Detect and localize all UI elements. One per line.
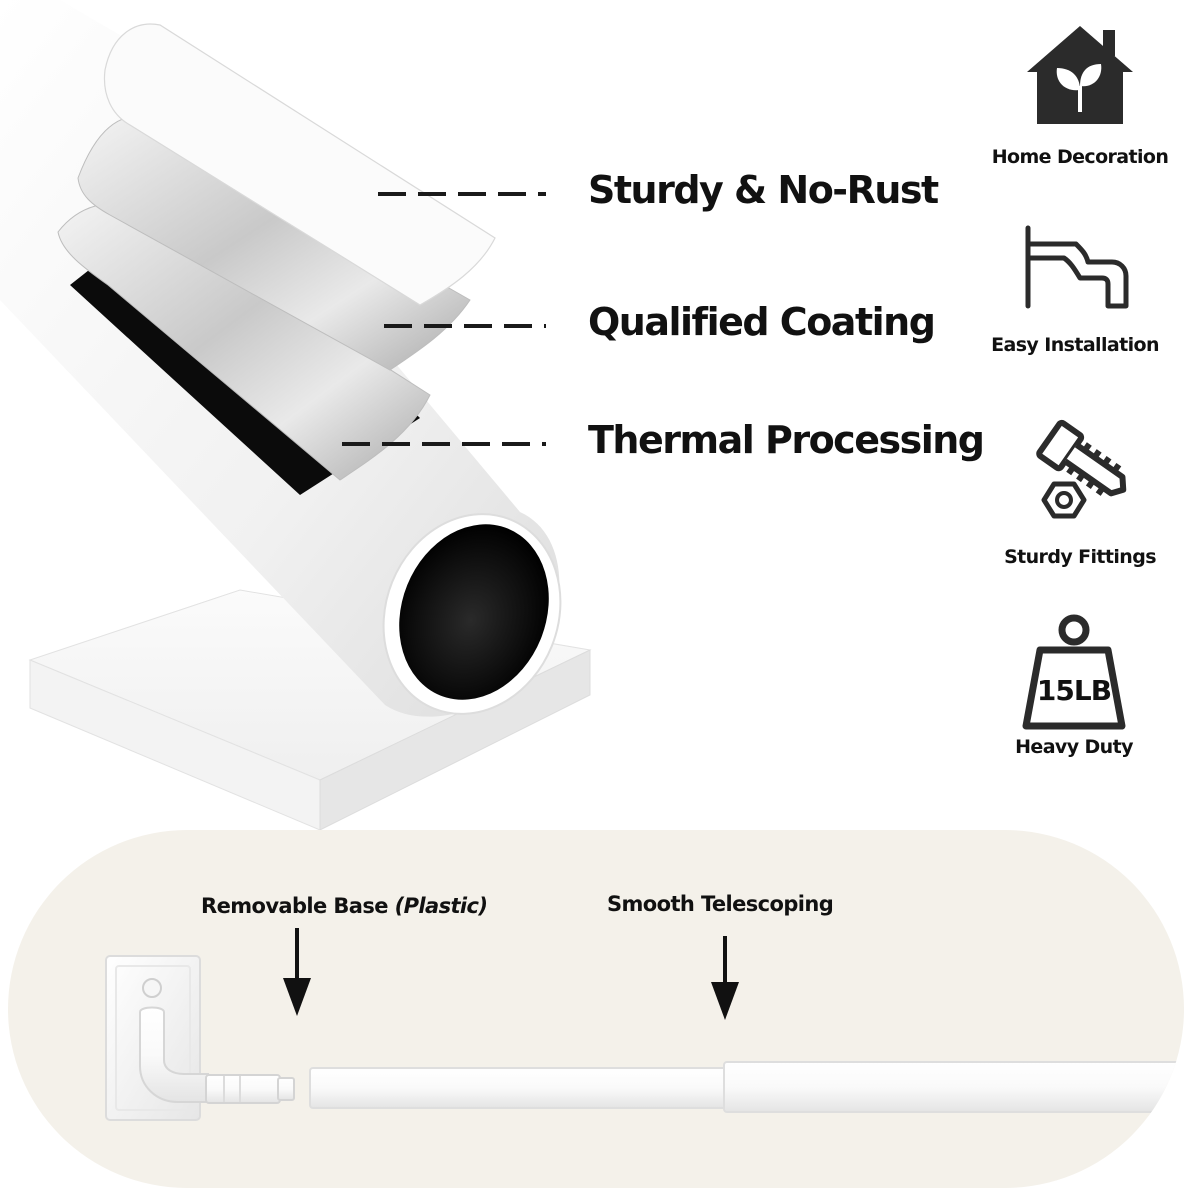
- rod-with-bracket-illustration: [105, 955, 1184, 1121]
- rod-layers-illustration: [0, 0, 592, 831]
- rod-detail-panel: Removable Base (Plastic) Smooth Telescop…: [8, 830, 1184, 1188]
- removable-base-note: (Plastic): [394, 894, 488, 918]
- elbow-base: [139, 1006, 209, 1103]
- callout-dash-line: [378, 192, 546, 196]
- feature-sturdy-fittings: Sturdy Fittings: [980, 412, 1180, 568]
- callout-label: Sturdy & No-Rust: [588, 168, 939, 212]
- callout-thermal: Thermal Processing: [0, 414, 990, 474]
- feature-label: Sturdy Fittings: [1004, 546, 1156, 568]
- feature-label: Home Decoration: [991, 146, 1169, 168]
- feature-label: Easy Installation: [991, 334, 1159, 356]
- coating-layer: [103, 23, 496, 306]
- tube-end-hole: [399, 524, 549, 700]
- house-leaf-icon: [1027, 26, 1133, 124]
- callout-dash-line: [384, 324, 546, 328]
- feature-home-decoration: Home Decoration: [980, 20, 1180, 168]
- arrow-down-icon: [283, 928, 311, 1016]
- weight-icon: 15LB: [1022, 614, 1126, 730]
- feature-easy-installation: Easy Installation: [975, 222, 1175, 356]
- feature-heavy-duty: 15LB Heavy Duty: [974, 610, 1174, 758]
- metal-layer-upper: [77, 115, 471, 371]
- callout-coating: Qualified Coating: [0, 296, 980, 356]
- screw-hole: [142, 978, 162, 998]
- screw-nut-icon: [1036, 419, 1127, 519]
- callout-sturdy: Sturdy & No-Rust: [0, 164, 980, 224]
- outer-rod: [723, 1061, 1184, 1113]
- arrow-down-icon: [711, 936, 739, 1020]
- removable-base-text: Removable Base: [201, 894, 388, 918]
- callout-label: Qualified Coating: [588, 300, 936, 344]
- callout-label: Thermal Processing: [588, 418, 985, 462]
- removable-base-label: Removable Base (Plastic): [201, 894, 488, 918]
- smooth-telescoping-label: Smooth Telescoping: [607, 892, 834, 916]
- weight-text: 15LB: [1037, 674, 1111, 707]
- inner-rod: [309, 1067, 731, 1109]
- feature-label: Heavy Duty: [1015, 736, 1133, 758]
- callout-dash-line: [342, 442, 546, 446]
- base-connector: [205, 1074, 281, 1104]
- wall-bracket-icon: [1025, 225, 1129, 309]
